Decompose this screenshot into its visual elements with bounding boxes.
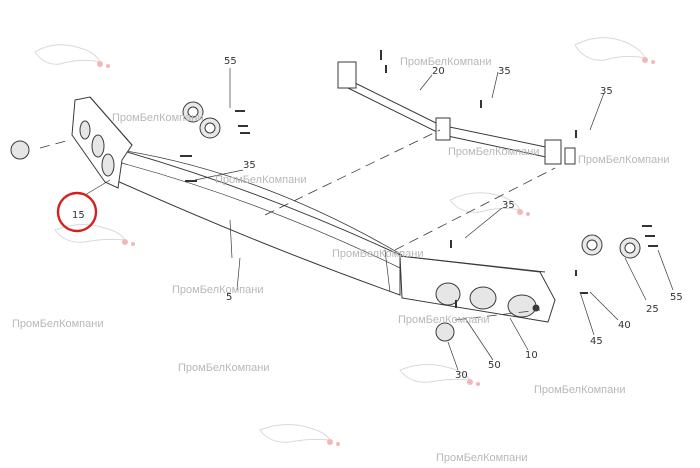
label-15: 15 — [72, 210, 85, 221]
watermark-text: ПромБелКомпани — [398, 314, 490, 326]
lamp-left-upper — [182, 101, 221, 139]
leader-lines — [84, 68, 674, 371]
round-cap-left — [10, 140, 30, 160]
watermark-text: ПромБелКомпани — [332, 248, 424, 260]
lamp-right-pair — [581, 234, 641, 259]
label-35-top-right: 35 — [498, 66, 511, 77]
watermark-text: ПромБелКомпани — [215, 174, 307, 186]
label-5: 5 — [226, 292, 232, 303]
watermark-text: ПромБелКомпани — [578, 154, 670, 166]
label-50: 50 — [488, 360, 501, 371]
watermark-text: ПромБелКомпани — [534, 384, 626, 396]
watermark-text: ПромБелКомпани — [112, 112, 204, 124]
label-35-mid: 35 — [502, 200, 515, 211]
watermark-text: ПромБелКомпани — [178, 362, 270, 374]
label-30: 30 — [455, 370, 468, 381]
watermark-dots — [97, 57, 655, 446]
label-40: 40 — [618, 320, 631, 331]
left-end-cap — [71, 96, 133, 189]
support-bracket — [337, 61, 576, 165]
assembly-guides — [39, 129, 556, 321]
round-cap-bottom — [435, 322, 455, 342]
bumper-beam — [114, 149, 403, 296]
label-35-mid-left: 35 — [243, 160, 256, 171]
watermark-text: ПромБелКомпани — [172, 284, 264, 296]
right-end-cap — [399, 255, 556, 323]
label-35-right: 35 — [600, 86, 613, 97]
bolts — [180, 50, 658, 308]
watermark-text: ПромБелКомпани — [448, 146, 540, 158]
label-55-right: 55 — [670, 292, 683, 303]
label-45: 45 — [590, 336, 603, 347]
label-20: 20 — [432, 66, 445, 77]
watermark-text: ПромБелКомпани — [436, 452, 528, 464]
highlight-circle-15 — [56, 191, 98, 233]
watermark-text: ПромБелКомпани — [400, 56, 492, 68]
label-55-top: 55 — [224, 56, 237, 67]
label-10: 10 — [525, 350, 538, 361]
watermark-text: ПромБелКомпани — [12, 318, 104, 330]
label-25: 25 — [646, 304, 659, 315]
